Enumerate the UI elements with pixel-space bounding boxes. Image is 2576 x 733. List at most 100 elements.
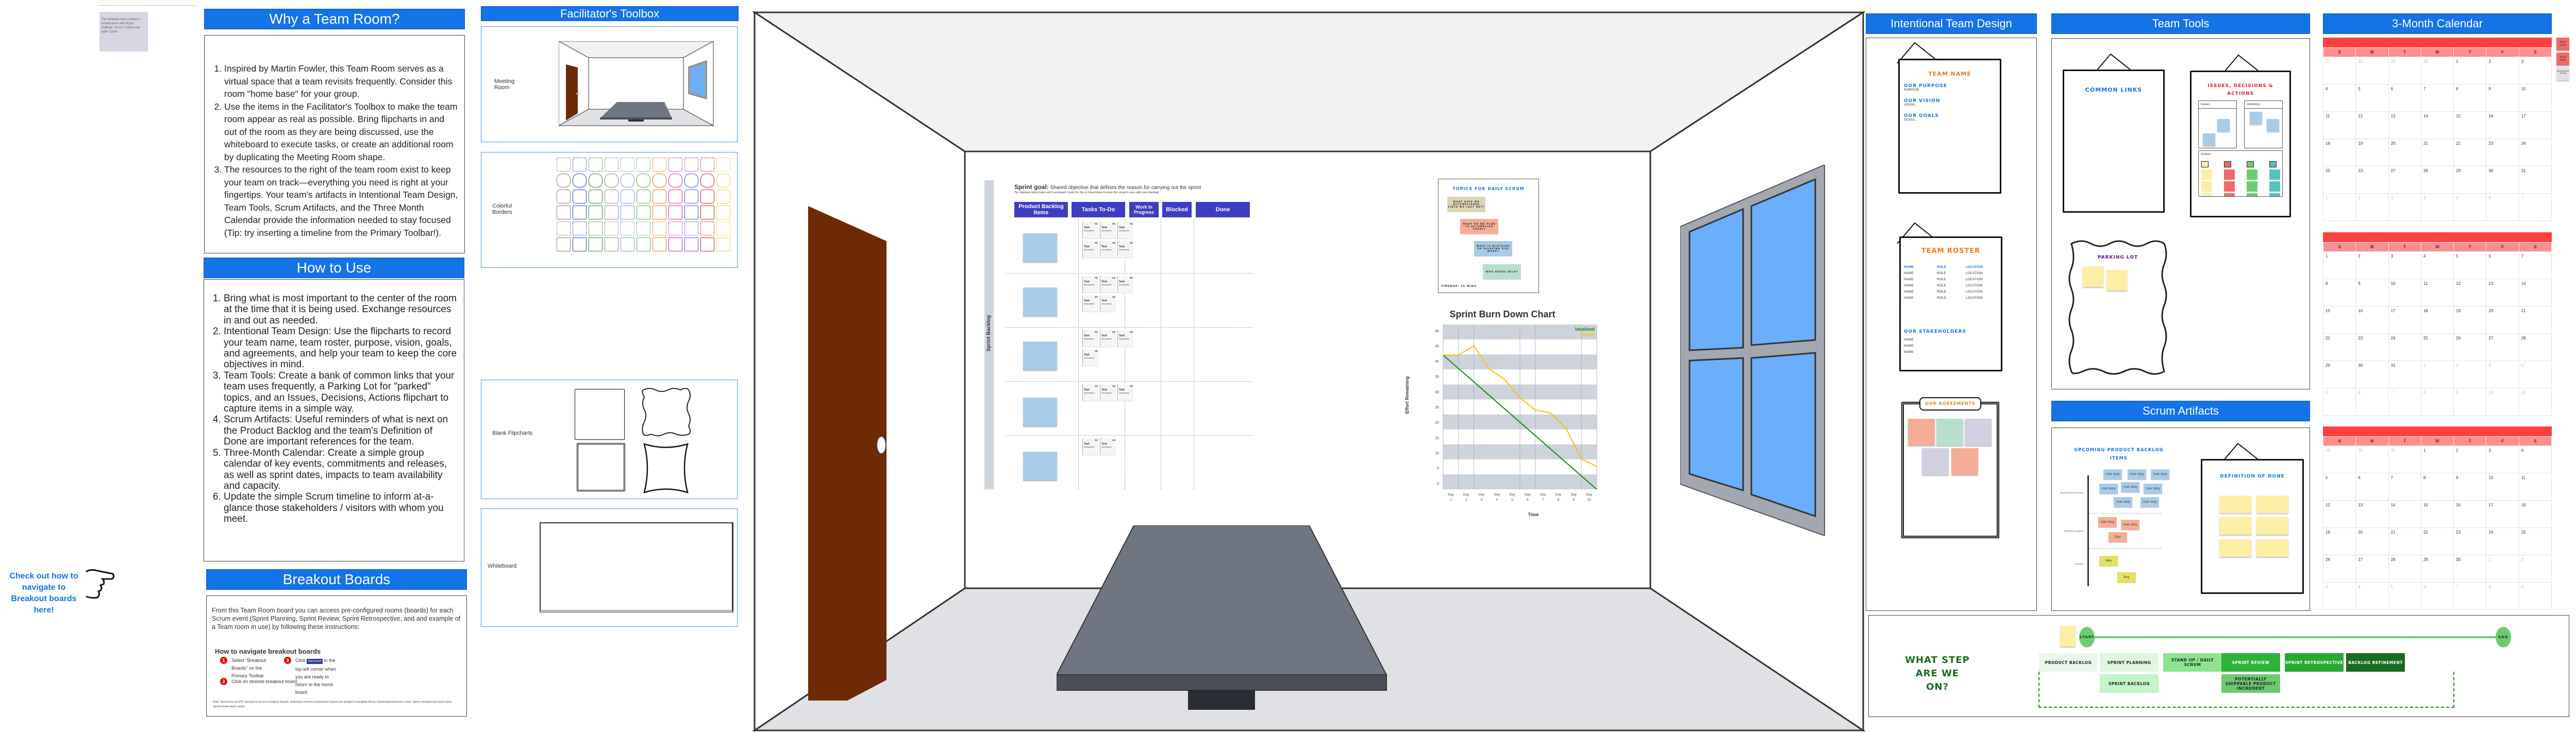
calendar-day[interactable]: 27	[2355, 555, 2389, 583]
calendar-day[interactable]: 4	[2355, 582, 2389, 610]
calendar-day[interactable]: 21	[2518, 306, 2552, 334]
agreement-note[interactable]	[1908, 419, 1935, 446]
burndown-chart[interactable]: 05101520253035404550Day1Day2Day3Day4Day5…	[1423, 319, 1598, 505]
calendar-day[interactable]: 24	[2388, 333, 2421, 361]
calendar-day[interactable]: 12	[2453, 279, 2487, 306]
calendar-day[interactable]: 11	[2518, 473, 2552, 501]
agreements-clipboard[interactable]: OUR AGREEMENTS	[1901, 397, 1999, 538]
border-swatch-hang[interactable]	[637, 237, 650, 251]
border-swatch-hang[interactable]	[684, 237, 698, 251]
calendar-day[interactable]: 28	[2420, 166, 2454, 194]
toolbox-colorful-borders[interactable]: Colorful Borders	[481, 152, 738, 268]
calendar-day[interactable]: 12	[2355, 111, 2389, 139]
ida-flipchart[interactable]: ISSUES, DECISIONS & ACTIONS Issues Decis…	[2190, 71, 2291, 217]
border-swatch-scallop[interactable]	[716, 221, 730, 235]
backlog-sticky[interactable]: User story	[2144, 484, 2162, 494]
calendar-day[interactable]: 19	[2453, 306, 2487, 334]
calendar-day[interactable]: 22	[2453, 139, 2487, 166]
section-value[interactable]: GOALS...	[1904, 118, 1917, 122]
border-swatch-cloud[interactable]	[684, 174, 698, 187]
border-swatch-hang[interactable]	[605, 237, 618, 251]
border-swatch-scallop[interactable]	[668, 221, 682, 235]
backlog-sticky[interactable]: Idea	[2099, 556, 2118, 566]
stakeholder-name[interactable]: NAME	[1904, 350, 1914, 354]
calendar-day[interactable]: 23	[2486, 139, 2519, 166]
dod-note[interactable]	[2256, 517, 2288, 535]
backlog-sticky[interactable]: User story	[2099, 484, 2118, 494]
border-swatch-pinch[interactable]	[621, 190, 634, 203]
calendar-day[interactable]: 23	[2355, 166, 2389, 194]
calendar-day[interactable]: 6	[2486, 193, 2519, 221]
border-swatch-cloud[interactable]	[557, 174, 571, 187]
border-swatch-cloud[interactable]	[637, 174, 650, 187]
calendar-day[interactable]: 11	[2322, 111, 2356, 139]
calendar-day[interactable]: 21	[2388, 527, 2421, 555]
border-swatch-clip[interactable]	[668, 206, 682, 219]
calendar-day[interactable]: 27	[2486, 333, 2519, 361]
calendar-day[interactable]: 10	[2388, 279, 2421, 306]
daily-scrum-card[interactable]: TOPICS FOR DAILY SCRUM WHAT HAVE WE ACCO…	[1438, 179, 1539, 293]
calendar-day[interactable]: 2	[2486, 57, 2519, 84]
calendar-day[interactable]: 18	[2518, 500, 2552, 528]
border-swatch-wavy[interactable]	[700, 158, 714, 172]
calendar-day[interactable]: 14	[2420, 111, 2454, 139]
timeline-step[interactable]: SPRINT PLANNING	[2100, 653, 2159, 672]
calendar-day[interactable]: 8	[2322, 279, 2356, 306]
calendar-day[interactable]: 2	[2453, 446, 2487, 473]
calendar-day[interactable]: 8	[2420, 388, 2454, 416]
meeting-room-thumbnail[interactable]	[559, 41, 714, 127]
stakeholder-name[interactable]: NAME	[1904, 344, 1914, 348]
calendar-day[interactable]: 7	[2420, 84, 2454, 112]
backlog-sticky[interactable]: User story	[2121, 520, 2139, 530]
calendar-day[interactable]: 23	[2355, 333, 2389, 361]
section-value[interactable]: PURPOSE...	[1904, 89, 1922, 92]
action-notes[interactable]	[2224, 169, 2235, 196]
calendar-day[interactable]: 3	[2322, 582, 2356, 610]
calendar-day[interactable]: 7	[2388, 388, 2421, 416]
calendar-day[interactable]: 2	[2355, 251, 2389, 279]
calendar-day[interactable]: 7	[2388, 473, 2421, 501]
backlog-sticky[interactable]: User story	[2114, 497, 2132, 507]
action-notes[interactable]	[2269, 169, 2280, 196]
border-swatch-wavy[interactable]	[589, 158, 603, 172]
border-swatch-wavy[interactable]	[668, 158, 682, 172]
flipchart-wavy[interactable]	[641, 387, 691, 436]
flipchart-clipboard[interactable]	[577, 443, 625, 491]
border-swatch-wavy[interactable]	[653, 158, 666, 172]
main-board-button[interactable]: Main board	[307, 659, 323, 664]
toolbox-blank-flipcharts[interactable]: Blank Flipcharts	[481, 380, 738, 499]
flipchart-pinched[interactable]	[643, 442, 689, 494]
calendar-day[interactable]: 21	[2420, 139, 2454, 166]
calendar-day[interactable]: 30	[2420, 57, 2454, 84]
calendar-day[interactable]: 3	[2518, 57, 2552, 84]
border-swatch-clip[interactable]	[716, 206, 730, 219]
calendar-day[interactable]: 29	[2322, 361, 2356, 388]
decision-note[interactable]	[2250, 112, 2262, 124]
calendar-day[interactable]: 23	[2453, 527, 2487, 555]
border-swatch-pinch[interactable]	[637, 190, 650, 203]
calendar-day[interactable]: 20	[2355, 527, 2389, 555]
border-swatch-hang[interactable]	[621, 237, 634, 251]
border-swatch-pinch[interactable]	[716, 190, 730, 203]
border-swatch-pinch[interactable]	[668, 190, 682, 203]
calendar-day[interactable]: 16	[2355, 306, 2389, 334]
calendar-day[interactable]: 10	[2486, 388, 2519, 416]
action-notes[interactable]	[2201, 169, 2212, 196]
calendar-day[interactable]: 31	[2518, 166, 2552, 194]
calendar-day[interactable]: 1	[2453, 57, 2487, 84]
calendar-day[interactable]: 5	[2453, 251, 2487, 279]
border-swatch-clip[interactable]	[637, 206, 650, 219]
border-swatch-pinch[interactable]	[605, 190, 618, 203]
